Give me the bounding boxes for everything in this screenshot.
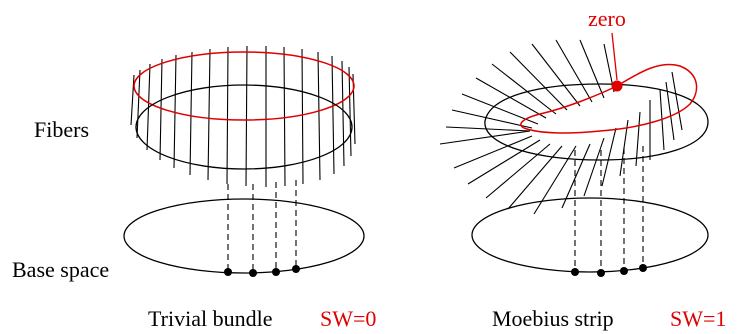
trivial-projection-lines [227, 180, 297, 272]
moebius-caption: Moebius strip [492, 306, 614, 331]
trivial-section-curve [133, 51, 355, 121]
trivial-fibers [130, 45, 356, 187]
trivial-base-space [123, 198, 365, 274]
trivial-bundle-panel: Fibers Base space Trivial bundle SW=0 [12, 45, 376, 331]
moebius-projection-lines [574, 146, 644, 272]
moebius-base-space [471, 197, 709, 273]
zero-pointer [611, 32, 618, 81]
moebius-base-points [571, 264, 647, 277]
base-space-label: Base space [12, 257, 109, 282]
moebius-panel: zero Moebius strip SW=1 [439, 6, 726, 331]
moebius-section-curve [520, 63, 698, 134]
trivial-sw-value: SW=0 [320, 306, 376, 331]
trivial-caption: Trivial bundle [148, 306, 272, 331]
moebius-sw-value: SW=1 [670, 306, 726, 331]
moebius-total-loop [484, 83, 709, 161]
fibers-label: Fibers [34, 117, 89, 142]
zero-label: zero [588, 6, 626, 31]
trivial-total-loop [135, 84, 353, 170]
zero-point [611, 80, 623, 92]
trivial-base-points [224, 265, 300, 277]
moebius-fibers [439, 39, 683, 215]
